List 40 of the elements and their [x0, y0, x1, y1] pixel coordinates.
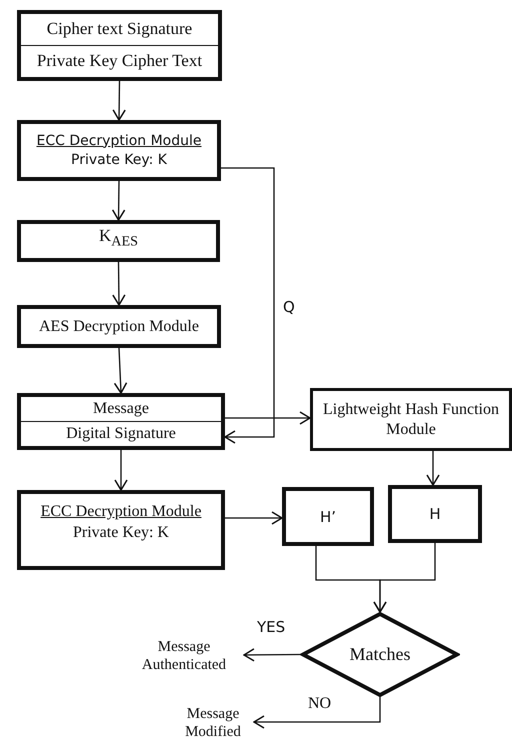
arrow: [112, 181, 126, 221]
box-title: AES Decryption Module: [38, 316, 200, 336]
process-box: [17, 120, 221, 181]
box-title: H: [428, 505, 442, 523]
box-title: Cipher text Signature: [46, 18, 194, 40]
process-box: [17, 490, 225, 570]
arrow: [114, 348, 128, 394]
edge-label: Q: [283, 299, 295, 316]
record-box: [17, 10, 222, 81]
record-box: [17, 393, 225, 450]
arrow: [426, 451, 440, 486]
box-title: ECC Decryption Module: [35, 132, 203, 150]
box-title: Message Authenticated: [140, 638, 228, 674]
arrow: [225, 511, 283, 525]
arrow: [253, 697, 381, 729]
box-text: Private Key Cipher Text: [21, 45, 218, 77]
process-box: [282, 487, 374, 546]
process-box: [17, 305, 221, 348]
arrow: [373, 543, 436, 613]
process-box: [310, 388, 512, 451]
box-title: Lightweight Hash Function Module: [322, 400, 500, 439]
box-title: Matches: [348, 644, 412, 666]
arrow: [112, 262, 126, 306]
box-title: Message: [92, 399, 150, 420]
box-title: K$_{AES}$: [98, 226, 140, 250]
box-text: Private Key: K: [70, 152, 168, 168]
arrow: [114, 450, 128, 491]
arrow: [112, 81, 126, 121]
edge-label: YES: [257, 619, 286, 636]
box-title: Message Modified: [184, 705, 242, 741]
box-text: Digital Signature: [21, 421, 221, 446]
arrow: [243, 648, 300, 662]
process-box: [388, 485, 482, 543]
box-title: H’: [318, 508, 338, 526]
decision-diamond: [300, 612, 460, 697]
arrow: [221, 167, 275, 444]
box-title: ECC Decryption Module: [40, 502, 202, 521]
process-box: [17, 220, 220, 262]
arrow: [225, 411, 311, 425]
box-text: Private Key: K: [72, 523, 170, 542]
